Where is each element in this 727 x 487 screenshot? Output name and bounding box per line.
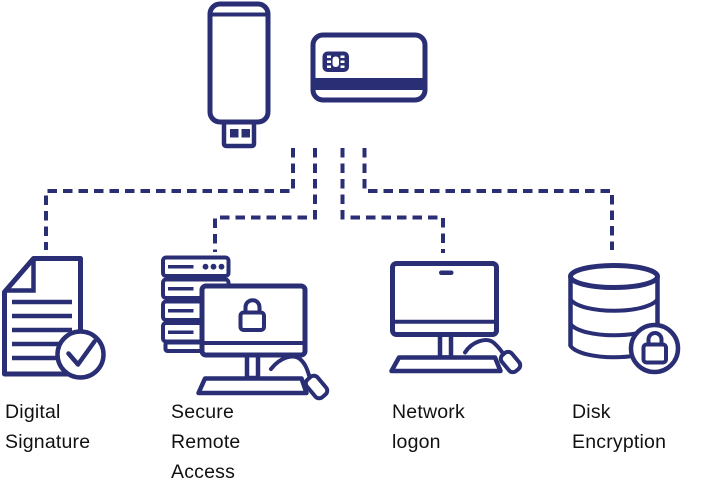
screen-lock	[238, 298, 266, 332]
mouse	[303, 373, 330, 401]
label-line: Signature	[5, 431, 91, 453]
label-network-logon: Network logon	[392, 397, 465, 457]
monitor-screen	[390, 261, 499, 337]
label-disk-encryption: Disk Encryption	[572, 397, 666, 457]
mouse-cable	[269, 354, 312, 379]
desktop-computer-icon	[389, 261, 523, 375]
label-line: Encryption	[572, 431, 667, 453]
usb-flash-drive-icon	[207, 1, 271, 149]
label-line: Network	[392, 401, 465, 423]
label-line: Secure	[171, 401, 234, 423]
connector-digital-signature	[44, 148, 295, 250]
connector-secure-remote-access	[213, 148, 317, 252]
connector-network-logon	[340, 148, 445, 253]
mouse-cable	[463, 338, 507, 358]
label-line: Remote	[171, 431, 241, 453]
label-line: Disk	[572, 401, 611, 423]
label-secure-remote-access: Secure Remote Access	[171, 397, 240, 487]
smart-card-chip	[322, 51, 349, 72]
label-digital-signature: Digital Signature	[5, 397, 90, 457]
badge-lock	[641, 331, 668, 365]
mouse	[498, 349, 523, 375]
monitor-stand	[244, 351, 261, 381]
monitor-base	[196, 376, 309, 396]
label-line: Access	[171, 461, 236, 483]
connector-disk-encryption	[362, 148, 614, 250]
document-check-icon	[2, 256, 106, 380]
camera-dash	[439, 270, 454, 275]
smart-card-icon	[310, 32, 428, 103]
database-lock-icon	[568, 263, 681, 375]
check-badge	[55, 329, 106, 380]
connector-lines	[44, 148, 614, 253]
server-monitor-lock-icon	[161, 255, 330, 401]
monitor-stand	[437, 331, 454, 360]
monitor-base	[389, 355, 503, 374]
label-line: Digital	[5, 401, 61, 423]
check-mark	[66, 339, 97, 367]
label-line: logon	[392, 431, 441, 453]
